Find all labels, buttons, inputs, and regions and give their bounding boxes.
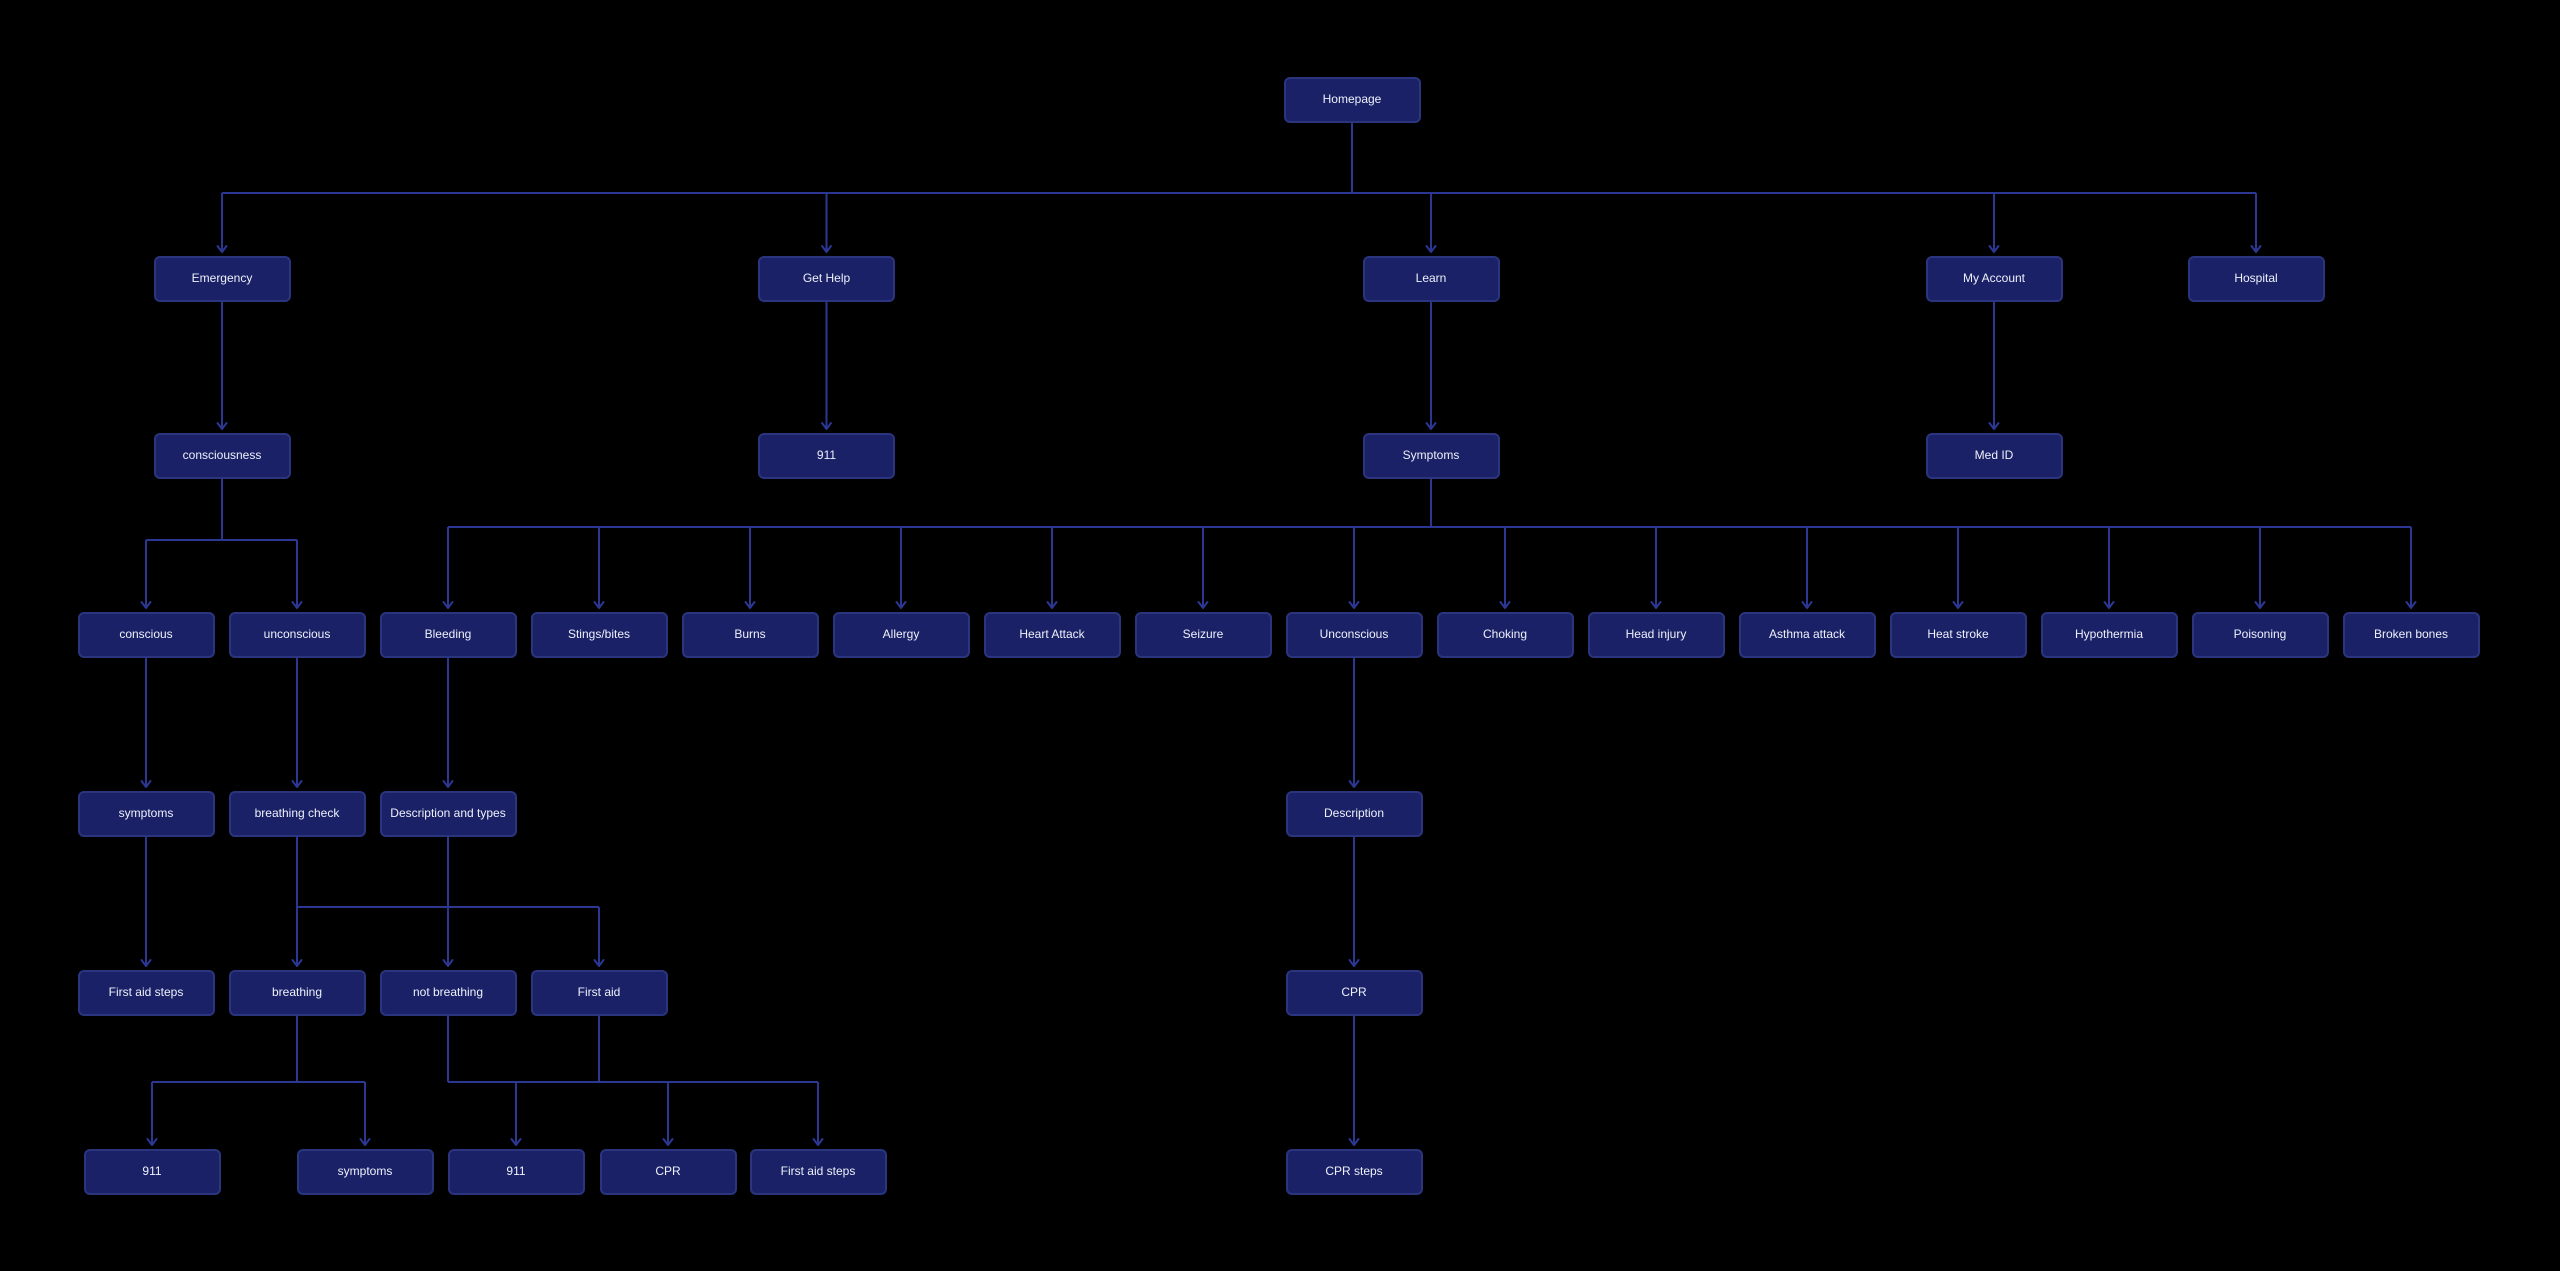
node-unconscious[interactable]: unconscious [228, 612, 366, 658]
connector-trunk-lines [146, 123, 2411, 1083]
node-conscious[interactable]: conscious [77, 612, 215, 658]
node-choking[interactable]: Choking [1436, 612, 1574, 658]
node-911-breathing[interactable]: 911 [83, 1149, 221, 1195]
node-emergency[interactable]: Emergency [153, 256, 291, 302]
node-911-get-help[interactable]: 911 [758, 433, 895, 479]
node-breathing-check[interactable]: breathing check [228, 791, 366, 837]
node-breathing[interactable]: breathing [228, 970, 366, 1016]
node-cpr-steps[interactable]: CPR steps [1285, 1149, 1423, 1195]
node-burns[interactable]: Burns [681, 612, 819, 658]
node-description-and-types[interactable]: Description and types [379, 791, 517, 837]
node-consciousness[interactable]: consciousness [153, 433, 291, 479]
node-symptoms-conscious[interactable]: symptoms [77, 791, 215, 837]
node-asthma-attack[interactable]: Asthma attack [1738, 612, 1876, 658]
node-seizure[interactable]: Seizure [1134, 612, 1272, 658]
node-first-aid-steps-first-aid[interactable]: First aid steps [749, 1149, 887, 1195]
node-symptoms-breathing[interactable]: symptoms [296, 1149, 434, 1195]
node-heat-stroke[interactable]: Heat stroke [1889, 612, 2027, 658]
node-cpr-first-aid[interactable]: CPR [599, 1149, 737, 1195]
node-first-aid-steps-conscious[interactable]: First aid steps [77, 970, 215, 1016]
node-my-account[interactable]: My Account [1925, 256, 2063, 302]
node-broken-bones[interactable]: Broken bones [2342, 612, 2480, 658]
node-stings-bites[interactable]: Stings/bites [530, 612, 668, 658]
node-learn[interactable]: Learn [1362, 256, 1500, 302]
node-911-first-aid[interactable]: 911 [447, 1149, 585, 1195]
node-description[interactable]: Description [1285, 791, 1423, 837]
node-bleeding[interactable]: Bleeding [379, 612, 517, 658]
node-homepage[interactable]: Homepage [1283, 77, 1421, 123]
node-cpr[interactable]: CPR [1285, 970, 1423, 1016]
node-unconscious-topic[interactable]: Unconscious [1285, 612, 1423, 658]
node-heart-attack[interactable]: Heart Attack [983, 612, 1121, 658]
node-first-aid[interactable]: First aid [530, 970, 668, 1016]
node-symptoms-learn[interactable]: Symptoms [1362, 433, 1500, 479]
node-hypothermia[interactable]: Hypothermia [2040, 612, 2178, 658]
node-get-help[interactable]: Get Help [758, 256, 895, 302]
node-allergy[interactable]: Allergy [832, 612, 970, 658]
node-hospital[interactable]: Hospital [2187, 256, 2325, 302]
node-not-breathing[interactable]: not breathing [379, 970, 517, 1016]
node-poisoning[interactable]: Poisoning [2191, 612, 2329, 658]
node-head-injury[interactable]: Head injury [1587, 612, 1725, 658]
node-med-id[interactable]: Med ID [1925, 433, 2063, 479]
